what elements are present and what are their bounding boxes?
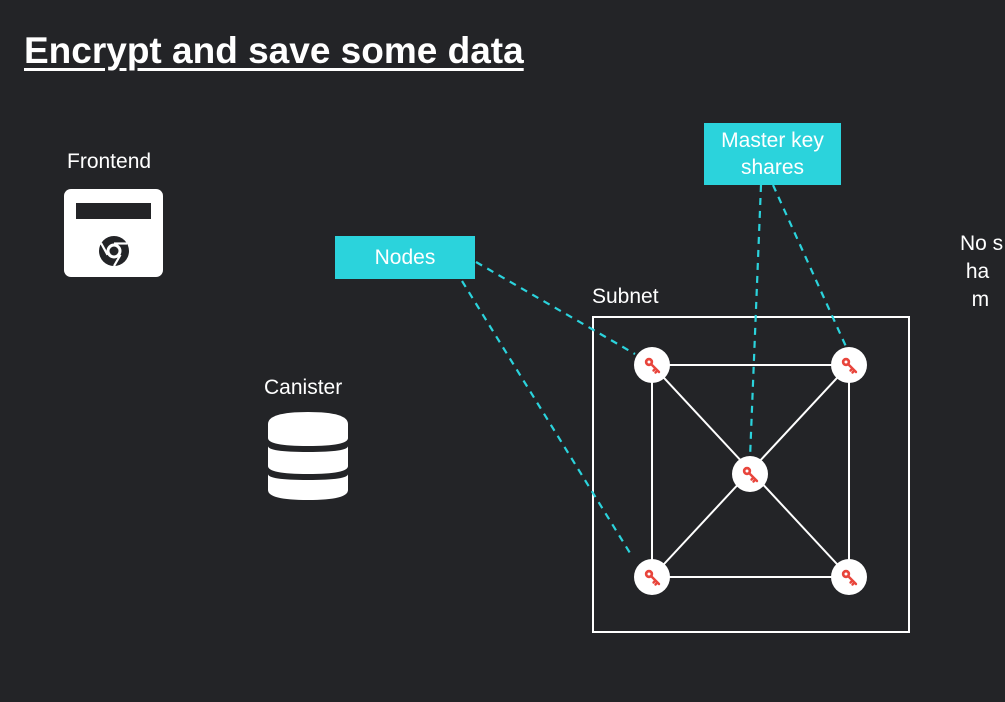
side-note-line-2: ha — [965, 260, 990, 283]
node-center — [732, 456, 768, 492]
node-bottom-right — [831, 559, 867, 595]
subnet-box — [592, 316, 910, 633]
canister-label: Canister — [264, 376, 343, 399]
side-note-line-3: m — [971, 288, 990, 311]
master-key-shares-callout: Master key shares — [704, 123, 841, 185]
side-note-line-1: No s — [960, 232, 1004, 255]
browser-window-icon — [64, 189, 163, 277]
node-top-right — [831, 347, 867, 383]
database-icon — [268, 412, 348, 500]
master-key-line-2: shares — [740, 156, 805, 179]
chrome-icon — [99, 236, 129, 267]
node-bottom-left — [634, 559, 670, 595]
slide-title: Encrypt and save some data — [24, 30, 524, 71]
frontend-label: Frontend — [67, 150, 152, 173]
nodes-callout: Nodes — [335, 236, 475, 279]
side-note-text: No s ha m — [960, 230, 1003, 314]
pointer-lines — [461, 184, 850, 554]
node-top-left — [634, 347, 670, 383]
master-key-line-1: Master key — [721, 129, 824, 152]
browser-address-bar — [76, 203, 151, 219]
subnet-label: Subnet — [592, 285, 659, 308]
